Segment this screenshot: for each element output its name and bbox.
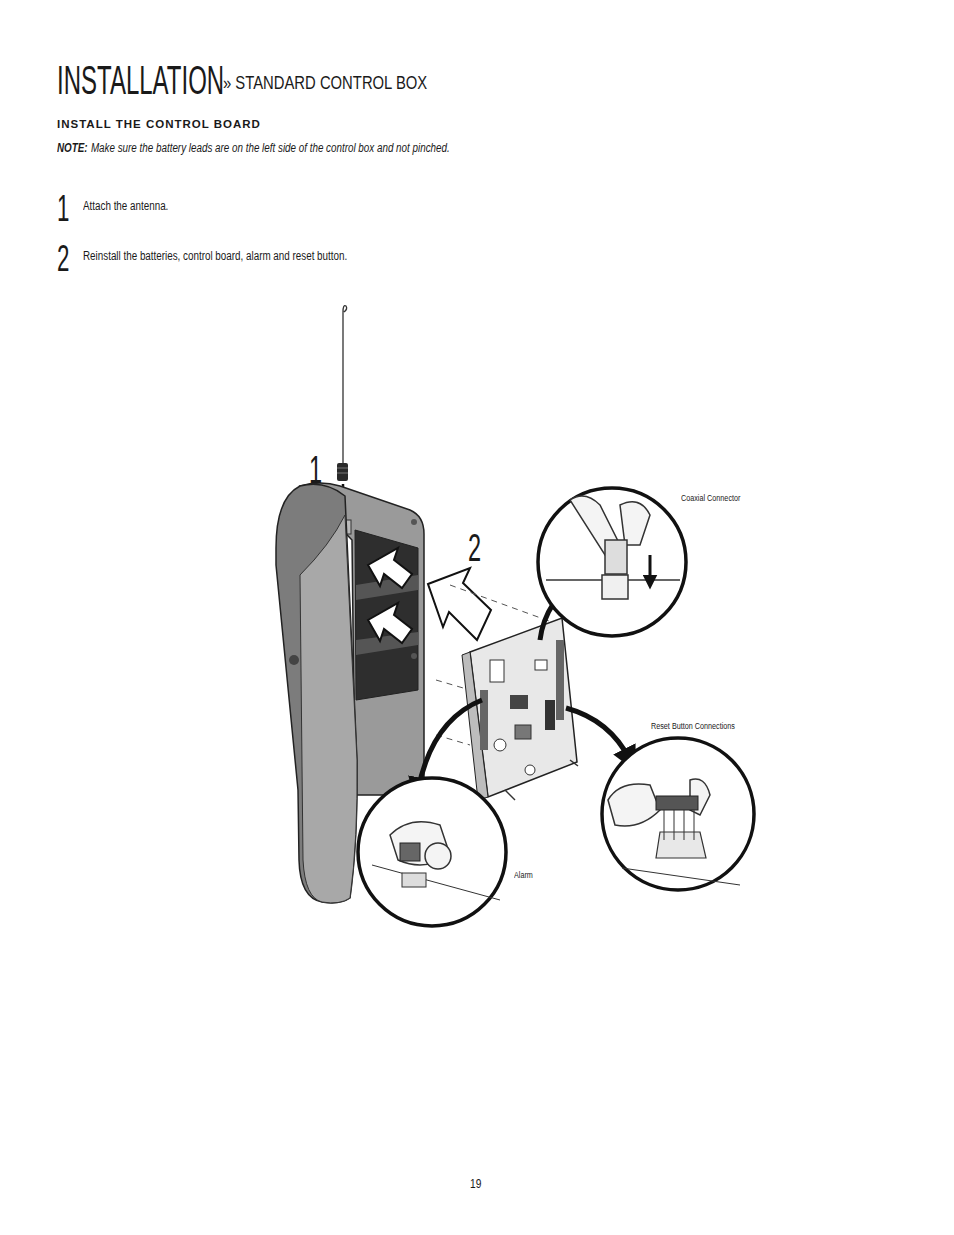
alarm-detail-part (425, 843, 451, 869)
antenna-part (337, 468, 348, 469)
control-box-housing-part (356, 632, 418, 655)
page-number: 19 (470, 1178, 481, 1192)
alarm-detail-part (372, 865, 500, 900)
control-box-lid-part (289, 655, 299, 665)
note-label: NOTE: (57, 141, 88, 155)
insert-arrow-part (368, 603, 412, 643)
part-label: Coaxial Connector (681, 494, 740, 504)
control-board-part (515, 725, 531, 739)
control-box-housing-part (355, 530, 418, 700)
reset-detail-part (684, 810, 685, 840)
reset-detail-part (656, 796, 698, 810)
reset-detail-part (664, 810, 665, 840)
control-board (462, 618, 578, 800)
note-paragraph: NOTE:Make sure the battery leads are on … (57, 139, 467, 157)
section-heading: INSTALL THE CONTROL BOARD (57, 118, 261, 131)
control-board-part (545, 700, 555, 730)
control-board-part (525, 765, 535, 775)
callout-arrow-part (566, 708, 630, 760)
alarm-detail-part (358, 778, 506, 926)
reset-detail (602, 738, 754, 890)
control-board-part (556, 640, 564, 720)
step-number: 1 (57, 188, 69, 229)
callout-number: 1 (309, 449, 322, 493)
callout-number: 2 (468, 527, 481, 571)
control-box-lid-part (276, 484, 357, 903)
coaxial-detail-part (605, 540, 627, 574)
part-label: Reset Button Connections (651, 722, 735, 732)
control-board-part (470, 618, 577, 797)
alarm-detail (358, 778, 506, 926)
control-box-housing-part (411, 653, 417, 659)
control-box-lid (276, 484, 357, 903)
step-text: Attach the antenna. (83, 200, 168, 214)
coaxial-detail (538, 488, 686, 636)
insert-arrow-part (428, 568, 491, 640)
coaxial-detail-part (602, 575, 628, 599)
control-board-part (490, 660, 504, 682)
antenna-part (337, 463, 348, 481)
page-title: INSTALLATION (57, 57, 224, 103)
reset-detail-part (602, 738, 754, 890)
control-board-part (505, 790, 515, 800)
step-text: Reinstall the batteries, control board, … (83, 250, 347, 264)
reset-detail-part (694, 810, 695, 840)
section-subtitle: » STANDARD CONTROL BOX (223, 72, 427, 94)
reset-detail-part (622, 868, 740, 885)
alarm-detail-part (402, 873, 426, 887)
part-label: Alarm (514, 871, 533, 881)
coaxial-detail-part (649, 555, 652, 582)
reset-detail-part (674, 810, 675, 840)
alarm-detail-part (400, 843, 420, 861)
control-board-part (462, 652, 488, 800)
control-box-lid-part (300, 515, 357, 903)
step-number: 2 (57, 238, 69, 279)
antenna-part (337, 473, 348, 474)
control-board-part (570, 760, 578, 766)
note-text: Make sure the battery leads are on the l… (91, 141, 450, 155)
coaxial-detail-part (538, 488, 686, 636)
control-board-part (494, 739, 506, 751)
insert-arrow-part (368, 548, 412, 588)
control-box-housing-part (411, 519, 417, 525)
coaxial-detail-part (620, 502, 650, 545)
reset-detail-part (608, 784, 660, 826)
control-board-part (510, 695, 528, 709)
antenna-part (343, 306, 347, 465)
control-board-part (535, 660, 547, 670)
